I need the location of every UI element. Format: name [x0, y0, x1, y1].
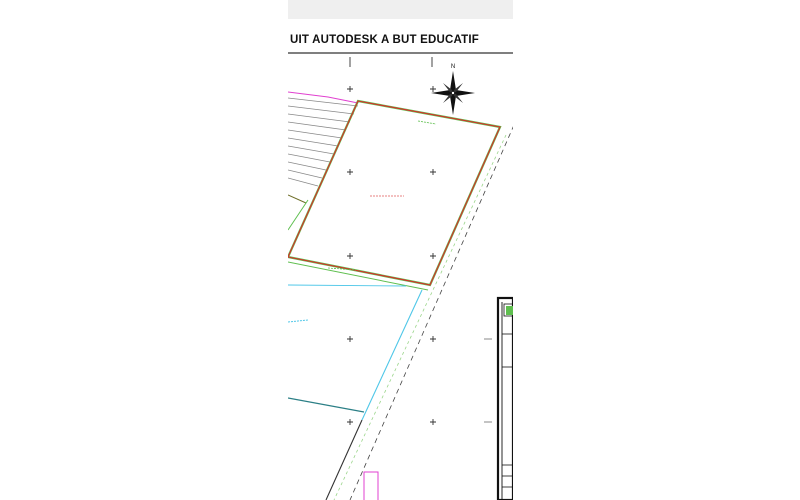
educational-watermark-title: UIT AUTODESK A BUT EDUCATIF: [290, 34, 479, 46]
main-plot-parcel[interactable]: [288, 99, 502, 287]
viewer-toolbar: [288, 0, 513, 19]
magenta-annotation: [288, 91, 359, 104]
drawing-viewer[interactable]: UIT AUTODESK A BUT EDUCATIF: [288, 0, 513, 500]
plot-dimension-mark-bottom: [327, 267, 357, 271]
plot-dimension-mark: [417, 120, 437, 125]
neighbour-parcel-lines: [288, 194, 429, 291]
road-alignment: [325, 126, 513, 500]
axis-ticks: [349, 57, 433, 67]
magenta-building-outline: [363, 471, 379, 500]
cyan-annotation: [288, 284, 407, 323]
title-block-frame: [484, 296, 513, 500]
teal-boundary-line: [288, 397, 365, 413]
north-label: N: [451, 64, 455, 70]
hatched-area: [288, 97, 359, 187]
grid-cross-marker-icon: [347, 86, 436, 425]
north-arrow-compass-icon: N: [431, 64, 475, 115]
cad-drawing-canvas[interactable]: N: [288, 0, 513, 500]
